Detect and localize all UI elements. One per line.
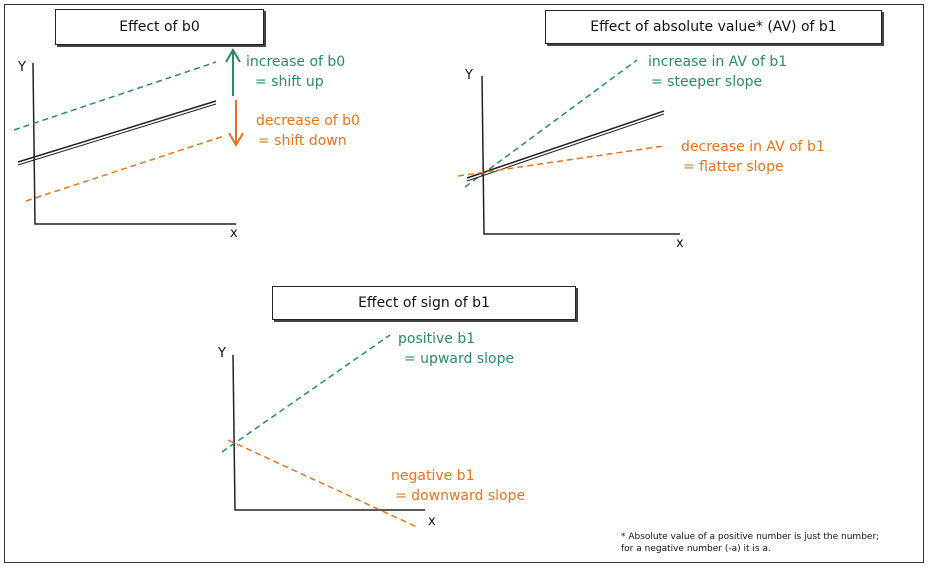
- panel-slope-orange-label-2: = flatter slope: [683, 159, 784, 175]
- panel-sign-green-label-1: positive b1: [398, 331, 476, 347]
- panel-slope-green-line: [464, 59, 638, 188]
- panel-slope-x-label: x: [676, 236, 684, 251]
- panel-sign-orange-label-2: = downward slope: [395, 488, 526, 504]
- panel-sign-x-label: x: [428, 514, 436, 529]
- panel-slope-green-label-1: increase in AV of b1: [648, 54, 788, 70]
- footnote-line-1: * Absolute value of a positive number is…: [621, 532, 880, 542]
- panel-slope-graphics: [457, 59, 680, 235]
- panel-sign-axes: [232, 354, 425, 511]
- panel-slope-title: Effect of absolute value* (AV) of b1: [545, 10, 882, 44]
- panel-intercept-green-line: [13, 61, 217, 131]
- panel-slope-black-line: [466, 110, 665, 179]
- panel-intercept-black-line-2: [17, 103, 217, 166]
- panel-intercept-green-label-2: = shift up: [255, 74, 324, 90]
- panel-intercept-y-label: Y: [18, 60, 26, 75]
- panel-sign-title: Effect of sign of b1: [272, 286, 576, 320]
- panel-intercept-black-line: [17, 100, 217, 163]
- panel-sign-graphics: [221, 334, 425, 528]
- panel-slope-green-label-2: = steeper slope: [651, 74, 763, 90]
- diagram-frame: [4, 4, 924, 563]
- panel-slope-black-line-2: [466, 113, 665, 182]
- panel-intercept-orange-label-1: decrease of b0: [256, 113, 360, 129]
- panel-sign-orange-line: [227, 439, 418, 528]
- panel-sign-y-label: Y: [218, 346, 226, 361]
- panel-slope-axes: [481, 75, 680, 235]
- panel-intercept-orange-label-2: = shift down: [258, 133, 347, 149]
- panel-sign-green-label-2: = upward slope: [404, 351, 515, 367]
- panel-slope-orange-label-1: decrease in AV of b1: [681, 139, 825, 155]
- panel-intercept-x-label: x: [230, 226, 238, 241]
- panel-intercept-title: Effect of b0: [55, 9, 264, 45]
- panel-intercept-axes: [32, 62, 236, 225]
- arrow-down-icon: [228, 100, 244, 147]
- panel-intercept-orange-line: [25, 135, 225, 202]
- panel-intercept-graphics: [13, 48, 244, 225]
- panel-sign-green-line: [221, 334, 391, 453]
- panel-slope-orange-line: [457, 145, 665, 177]
- footnote-line-2: for a negative number (-a) it is a.: [621, 544, 771, 554]
- panel-slope-y-label: Y: [465, 68, 473, 83]
- panel-intercept-green-label-1: increase of b0: [246, 54, 346, 70]
- panel-sign-orange-label-1: negative b1: [391, 468, 475, 484]
- arrow-up-icon: [225, 48, 241, 96]
